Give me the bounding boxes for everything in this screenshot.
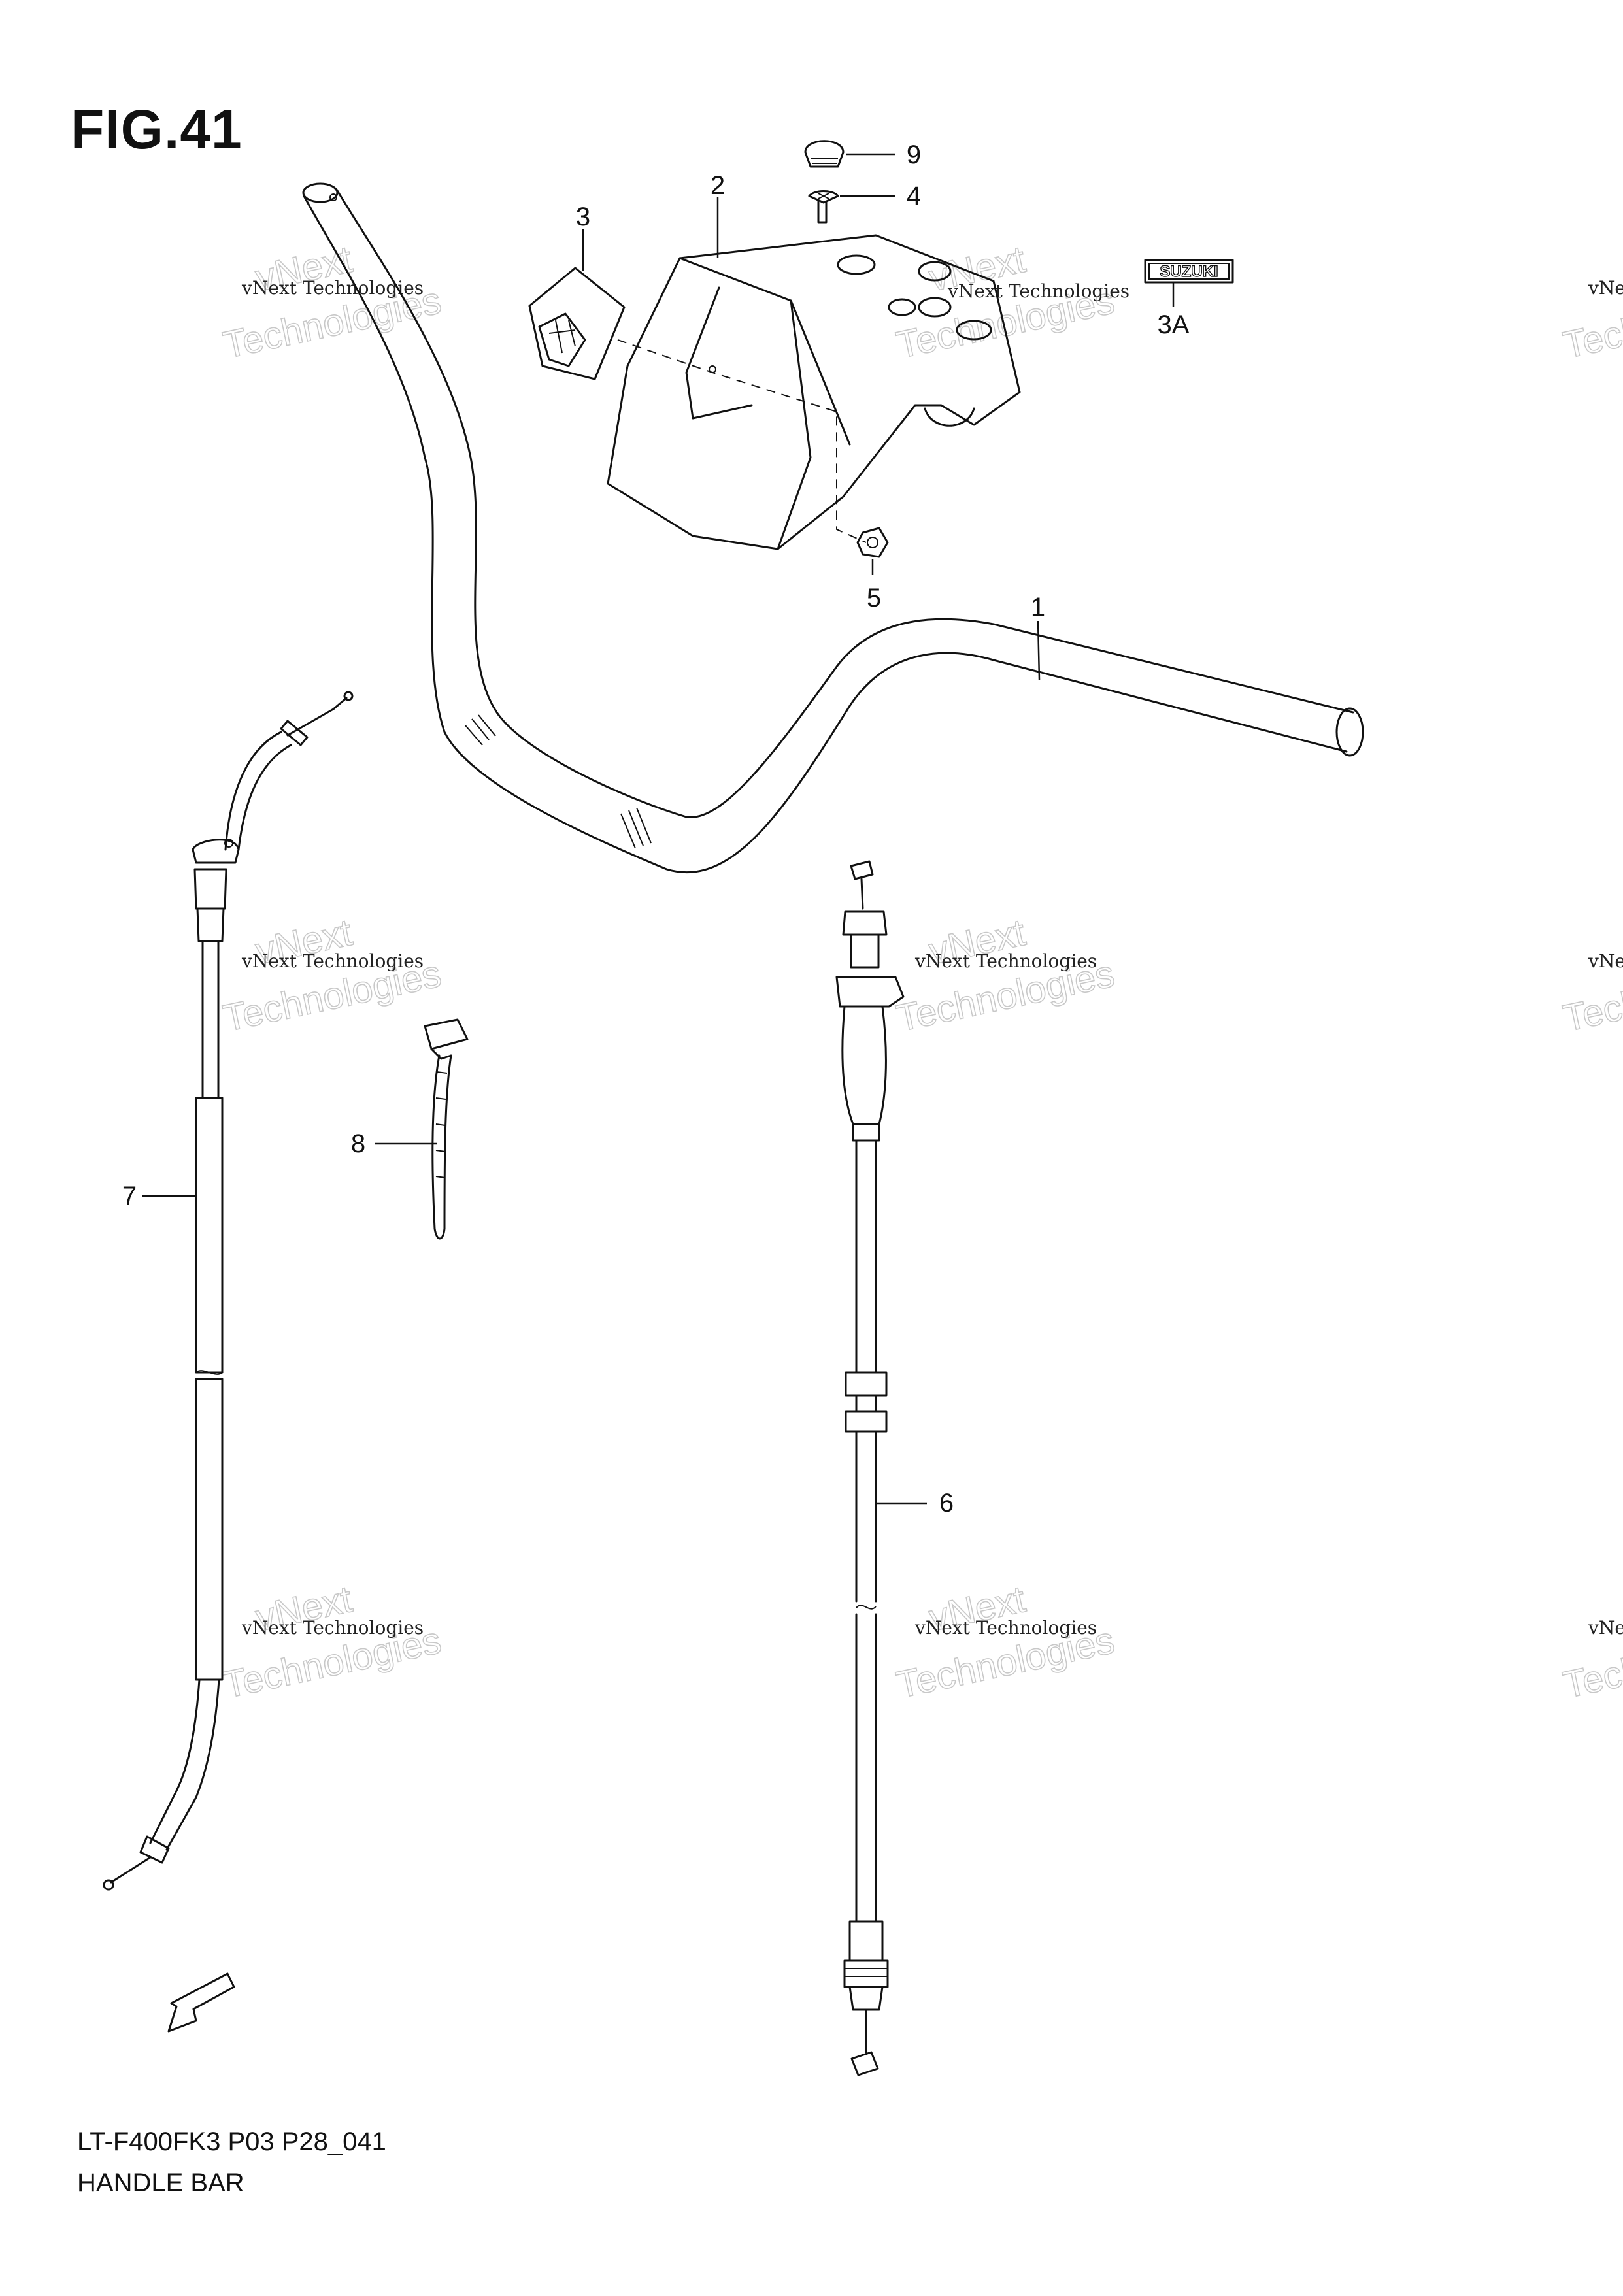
nut-5-part bbox=[856, 527, 889, 575]
figure-title: FIG.41 bbox=[71, 99, 243, 160]
choke-cable-part bbox=[835, 860, 927, 2076]
watermark-small: vNext Technologies bbox=[241, 950, 424, 972]
callout-labels: 1 2 3 3A 4 5 6 7 8 9 bbox=[122, 141, 1190, 1518]
callout-2: 2 bbox=[711, 171, 725, 200]
callout-7: 7 bbox=[122, 1182, 137, 1210]
screw-4-part bbox=[808, 190, 895, 224]
callout-4: 4 bbox=[907, 182, 921, 210]
watermark-group: Technologies vNext vNext Technologies Te… bbox=[219, 237, 1623, 1707]
throttle-cable-part bbox=[103, 691, 354, 1891]
callout-3a: 3A bbox=[1158, 310, 1190, 339]
callout-9: 9 bbox=[907, 141, 921, 169]
callout-8: 8 bbox=[351, 1129, 365, 1158]
watermark-small: vNext Technologies bbox=[914, 1617, 1097, 1639]
suzuki-emblem-part: SUZUKI bbox=[1144, 259, 1234, 307]
emblem-text: SUZUKI bbox=[1160, 263, 1218, 280]
handlebar-part bbox=[302, 182, 1364, 874]
leader-1 bbox=[1037, 620, 1041, 680]
watermark-small: vNext Technologies bbox=[947, 280, 1129, 302]
watermark-small: vNext Technologies bbox=[1588, 1617, 1623, 1639]
callout-1: 1 bbox=[1031, 593, 1045, 622]
handlebar-cover-part bbox=[607, 234, 1021, 550]
emblem-badge-part bbox=[528, 267, 867, 543]
model-code: LT-F400FK3 P03 P28_041 bbox=[77, 2127, 386, 2156]
watermark-small: vNext Technologies bbox=[241, 1617, 424, 1639]
callout-6: 6 bbox=[939, 1489, 954, 1518]
watermark-small: vNext Technologies bbox=[1588, 950, 1623, 972]
callout-3: 3 bbox=[576, 203, 590, 231]
watermark-small: vNext Technologies bbox=[914, 950, 1097, 972]
forward-direction-arrow: FWD bbox=[167, 1972, 235, 2033]
callout-5: 5 bbox=[867, 584, 881, 612]
watermark-small: vNext Technologies bbox=[241, 277, 424, 299]
screw-9-part bbox=[804, 140, 895, 168]
watermark-small: vNext Technologies bbox=[1588, 277, 1623, 299]
cable-tie-part bbox=[375, 1018, 469, 1240]
section-name: HANDLE BAR bbox=[77, 2169, 244, 2197]
